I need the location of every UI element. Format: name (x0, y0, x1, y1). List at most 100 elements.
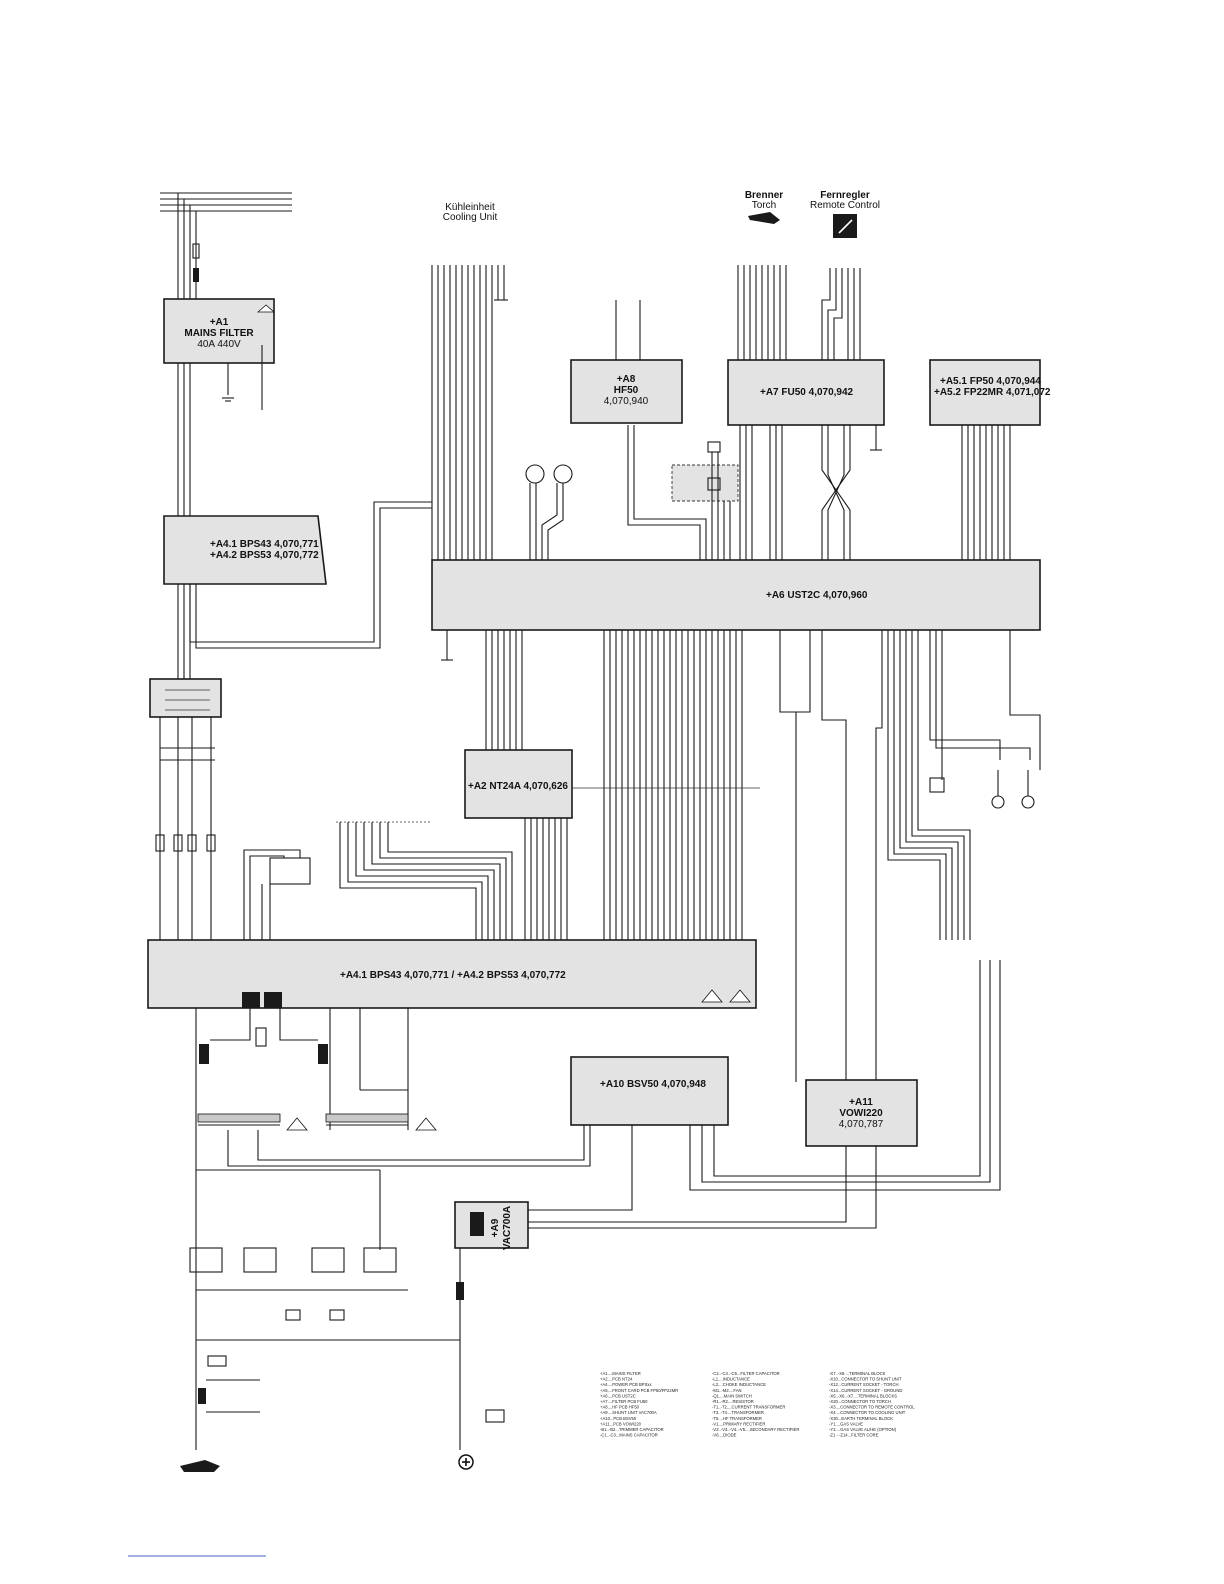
warning-icon (256, 304, 276, 313)
ust2c-to-power-pcb-bus (603, 630, 743, 940)
legend-entry: -X20...CONNECTOR TO TORCH (829, 1399, 891, 1404)
vowi220-id: +A11 (849, 1097, 873, 1108)
bsv50-block: +A10 BSV50 4,070,948 (528, 960, 1001, 1211)
hf50-block: +A8 HF50 4,070,940 (570, 300, 683, 424)
power-section (189, 1008, 591, 1341)
fan-icon (553, 464, 573, 484)
power-pcb-primary-block: +A4.1 BPS43 4,070,771 +A4.2 BPS53 4,070,… (163, 515, 327, 585)
nt24a-label: +A2 NT24A 4,070,626 (468, 781, 568, 792)
legend-entry: -X14...CURRENT SOCKET - GROUND (829, 1388, 902, 1393)
fu50-label: +A7 FU50 4,070,942 (760, 387, 854, 398)
legend-column-1: +A1....MAINS FILTER+A2....PCB NT24+A4...… (600, 1371, 678, 1438)
fu50-to-ust2c-wires (739, 425, 882, 560)
legend-entry: +A8....HF PCB HF50 (600, 1405, 640, 1410)
fans (525, 464, 573, 560)
torch-label-de: Brenner (745, 190, 783, 201)
torch-header: Brenner Torch (745, 190, 783, 224)
front-card-block: +A5.1 FP50 4,070,944 +A5.2 FP22MR 4,071,… (929, 359, 1051, 426)
power-pcb-primary-line1: +A4.1 BPS43 4,070,771 (210, 539, 319, 550)
legend-entry: +A11...PCB VOWI220 (600, 1421, 642, 1426)
mains-filter-id: +A1 (210, 317, 229, 328)
torch-icon (748, 212, 780, 224)
vowi220-part-number: 4,070,787 (839, 1119, 884, 1130)
front-card-to-ust2c-wires (961, 425, 1011, 560)
warning-icon (701, 989, 723, 1003)
legend-entry: -X5..-X6..-X7....TERMINAL BLOCKS (829, 1393, 897, 1398)
legend-entry: -L1....INDUCTANCE (712, 1377, 750, 1382)
bsv50-label: +A10 BSV50 4,070,948 (600, 1079, 706, 1090)
warning-icon (286, 1117, 308, 1131)
legend-entry: -X7..-X8....TERMINAL BLOCK (829, 1371, 886, 1376)
output-terminals (180, 1340, 505, 1472)
legend-entry: +A5....FRONT CARD PCB FP50/FP22MR (600, 1388, 678, 1393)
front-card-line1: +A5.1 FP50 4,070,944 (940, 376, 1041, 387)
legend-entry: -T1..-T2....CURRENT TRANSFORMER (712, 1405, 785, 1410)
ground-clamp-icon (180, 1460, 220, 1472)
ust2c-to-nt24a-wires (485, 630, 523, 750)
vac700a-id: +A9 (490, 1218, 501, 1237)
legend-entry: -C2..-C4..-C5...FILTER CAPACITOR (712, 1371, 780, 1376)
legend-entry: -X4....CONNECTOR TO COOLING UNIT (829, 1410, 906, 1415)
power-pcb-staircase-wires (336, 821, 513, 940)
main-switch-block (149, 678, 222, 718)
ust2c-block: +A6 UST2C 4,070,960 (431, 559, 1041, 661)
vowi220-block: +A11 VOWI220 4,070,787 (528, 1079, 918, 1229)
legend-entry: +A7....FILTER PCB FU50 (600, 1399, 648, 1404)
mains-filter-name: MAINS FILTER (184, 328, 254, 339)
remote-control-header: Fernregler Remote Control (810, 190, 880, 238)
legend-entry: -X12...CURRENT SOCKET - TORCH (829, 1382, 899, 1387)
nt24a-block: +A2 NT24A 4,070,626 (464, 749, 760, 819)
power-pcb-main-label: +A4.1 BPS43 4,070,771 / +A4.2 BPS53 4,07… (340, 970, 566, 981)
sensor-icon (1021, 795, 1035, 809)
legend-entry: -T5....HF TRANSFORMER (712, 1416, 762, 1421)
legend-column-3: -X7..-X8....TERMINAL BLOCK-X10...CONNECT… (829, 1371, 915, 1438)
legend-entry: +A10...PCB BSV50 (600, 1416, 637, 1421)
power-pcb-main-block: +A4.1 BPS43 4,070,771 / +A4.2 BPS53 4,07… (147, 939, 757, 1009)
ust2c-label: +A6 UST2C 4,070,960 (766, 590, 868, 601)
torch-label-en: Torch (752, 200, 776, 211)
legend-entry: -X10...CONNECTOR TO SHUNT UNIT (829, 1377, 902, 1382)
vac700a-name: VAC700A (502, 1206, 513, 1250)
legend-entry: -L2....CHOKE INDUCTANCE (712, 1382, 766, 1387)
legend-entry: -Q1....MAIN SWITCH (712, 1393, 752, 1398)
legend-entry: -X3....CONNECTOR TO REMOTE CONTROL (829, 1405, 915, 1410)
legend-entry: +A4....POWER PCB BPSxx (600, 1382, 652, 1387)
legend-entry: -Y2....GAS VALVE AL/HE (OPTION) (829, 1427, 897, 1432)
mains-filter-block: +A1 MAINS FILTER 40A 440V (163, 298, 276, 364)
remote-wires (821, 268, 861, 360)
cooling-unit-header: Kühleinheit Cooling Unit (443, 202, 498, 223)
hf50-name: HF50 (614, 385, 639, 396)
nt24a-to-power-pcb-wires (524, 818, 568, 940)
relay-block (243, 849, 311, 940)
legend-entry: -V2..-V3..-V4..-V5....SECONDARY RECTIFIE… (712, 1427, 799, 1432)
cooling-unit-label-de: Kühleinheit (445, 202, 495, 213)
gas-valve-option (627, 425, 739, 560)
legend-entry: +A9....SHUNT UNIT VAC700A (600, 1410, 657, 1415)
mains-input-lines (160, 192, 292, 300)
warning-icon (729, 989, 751, 1003)
warning-icon (415, 1117, 437, 1131)
remote-label-de: Fernregler (820, 190, 870, 201)
hf50-id: +A8 (617, 374, 636, 385)
remote-label-en: Remote Control (810, 200, 880, 211)
component-legend: +A1....MAINS FILTER+A2....PCB NT24+A4...… (600, 1371, 915, 1438)
hf50-part-number: 4,070,940 (604, 396, 649, 407)
legend-entry: -B1..-B2...TRIMMER CAPACITOR (600, 1427, 664, 1432)
legend-entry: -Z1 - -Z14...FILTER CORE (829, 1433, 879, 1438)
cooling-unit-wires (431, 265, 508, 560)
vac700a-block: +A9 VAC700A (454, 1201, 529, 1450)
fu50-block: +A7 FU50 4,070,942 (727, 359, 885, 426)
legend-entry: -V6....DIODE (712, 1433, 737, 1438)
sensor-icon (991, 795, 1005, 809)
legend-entry: -M1..-M2....FAN (712, 1388, 742, 1393)
legend-entry: -R1..-R2....RESISTOR (712, 1399, 754, 1404)
mains-filter-output-lines (177, 345, 263, 680)
power-pcb-primary-line2: +A4.2 BPS53 4,070,772 (210, 550, 319, 561)
legend-entry: -T3..-T4....TRANSFORMER (712, 1410, 764, 1415)
fan-icon (525, 464, 545, 484)
legend-entry: +A1....MAINS FILTER (600, 1371, 641, 1376)
legend-column-2: -C2..-C4..-C5...FILTER CAPACITOR-L1....I… (712, 1371, 799, 1438)
vowi220-name: VOWI220 (839, 1108, 883, 1119)
torch-wires (737, 265, 787, 360)
